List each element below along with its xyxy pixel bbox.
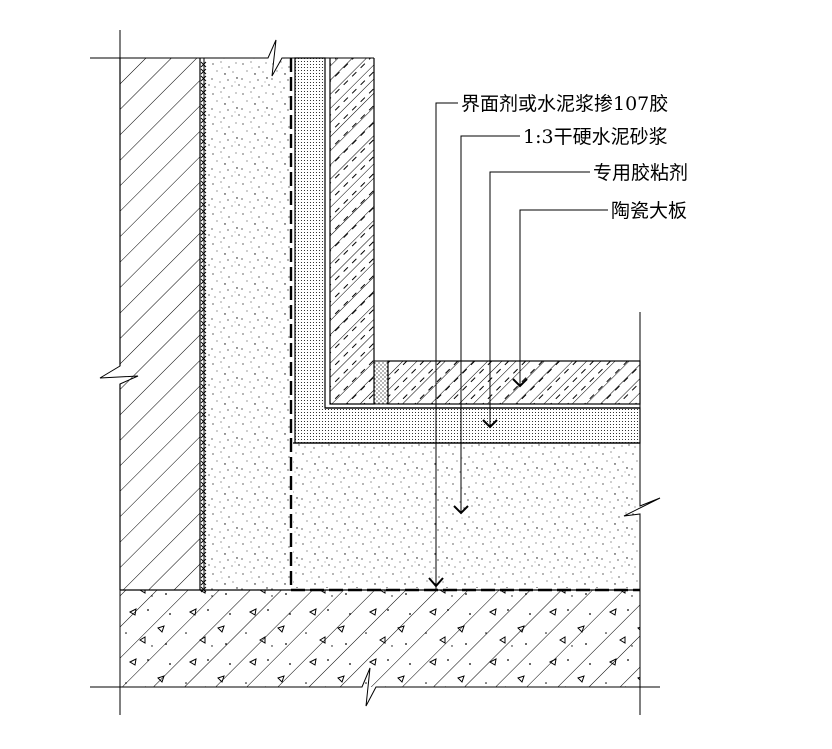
interface-x-mark [200,530,207,537]
interface-x-mark [200,82,207,89]
break-line-right [623,312,661,715]
interface-x-mark [200,572,207,579]
interface-x-mark [200,369,207,376]
interface-x-mark [200,432,207,439]
interface-x-mark [200,460,207,467]
leader-lines [428,102,608,590]
interface-x-mark [200,446,207,453]
interface-x-mark [200,124,207,131]
interface-x-mark [200,579,207,586]
interface-x-mark [200,250,207,257]
interface-x-mark [200,138,207,145]
interface-x-mark [200,362,207,369]
interface-x-mark [200,61,207,68]
floor-ceramic-slab [387,360,641,405]
interface-agent-layer [200,58,207,593]
interface-x-mark [200,341,207,348]
floor-mortar-bed [293,443,640,588]
label-dry-mortar: 1:3干硬水泥砂浆 [523,126,668,148]
interface-x-mark [200,180,207,187]
interface-x-mark [200,348,207,355]
interface-x-mark [200,467,207,474]
interface-x-mark [200,418,207,425]
interface-x-mark [200,271,207,278]
interface-x-mark [200,313,207,320]
interface-x-mark [200,152,207,159]
interface-x-mark [200,306,207,313]
break-line-top [90,39,374,77]
interface-x-mark [200,495,207,502]
interface-x-mark [200,229,207,236]
interface-x-mark [200,187,207,194]
interface-x-mark [200,166,207,173]
interface-x-mark [200,390,207,397]
interface-x-mark [200,222,207,229]
interface-x-mark [200,474,207,481]
interface-x-mark [200,551,207,558]
interface-x-mark [200,145,207,152]
interface-x-mark [200,320,207,327]
interface-x-mark [200,110,207,117]
label-ceramic-slab: 陶瓷大板 [611,200,687,222]
interface-x-mark [200,565,207,572]
interface-x-mark [200,439,207,446]
interface-x-mark [200,299,207,306]
interface-x-mark [200,243,207,250]
concrete-slab [120,589,640,687]
break-line-bottom [90,667,660,707]
interface-x-mark [200,236,207,243]
interface-x-mark [200,264,207,271]
interface-x-mark [200,75,207,82]
interface-x-mark [200,103,207,110]
corner-joint-filler [373,360,389,405]
wall-mortar-layer [208,58,290,590]
interface-x-mark [200,201,207,208]
interface-x-mark [200,278,207,285]
interface-x-mark [200,509,207,516]
interface-x-mark [200,397,207,404]
interface-x-mark [200,481,207,488]
interface-x-mark [200,425,207,432]
interface-x-mark [200,488,207,495]
interface-x-mark [200,376,207,383]
interface-x-mark [200,292,207,299]
interface-x-mark [200,173,207,180]
interface-x-mark [200,96,207,103]
break-line-wall-left [99,30,139,715]
label-interface-agent: 界面剂或水泥浆掺107胶 [461,93,668,115]
interface-x-mark [200,68,207,75]
interface-x-mark [200,208,207,215]
interface-x-mark [200,257,207,264]
interface-x-mark [200,215,207,222]
interface-x-mark [200,404,207,411]
interface-x-mark [200,159,207,166]
interface-x-mark [200,131,207,138]
interface-x-mark [200,194,207,201]
interface-x-mark [200,327,207,334]
interface-x-mark [200,544,207,551]
interface-x-mark [200,537,207,544]
interface-x-mark [200,334,207,341]
interface-x-mark [200,523,207,530]
interface-x-mark [200,383,207,390]
interface-x-mark [200,516,207,523]
interface-x-mark [200,285,207,292]
interface-x-mark [200,117,207,124]
wall-ceramic-slab [329,58,375,405]
structural-wall [119,58,201,590]
label-adhesive: 专用胶粘剂 [593,162,688,184]
interface-x-mark [200,558,207,565]
interface-x-mark [200,453,207,460]
interface-x-mark [200,355,207,362]
interface-x-mark [200,89,207,96]
interface-x-mark [200,411,207,418]
interface-x-mark [200,502,207,509]
